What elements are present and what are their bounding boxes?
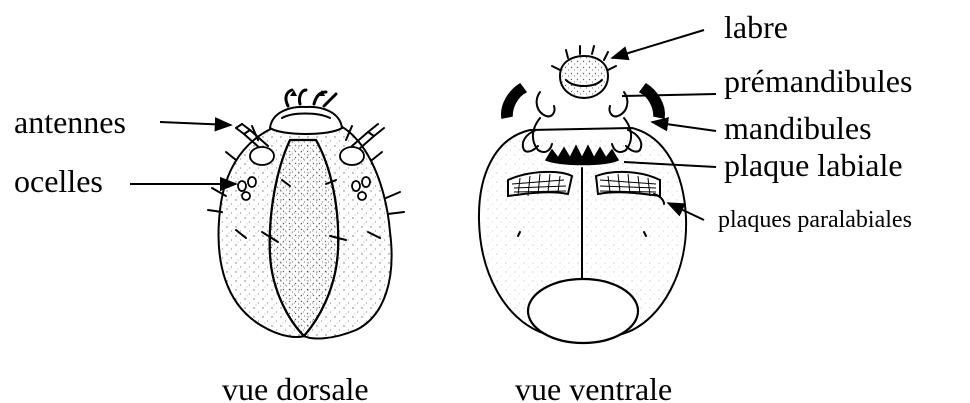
ventral-foramen xyxy=(528,279,638,343)
dorsal-clypeus xyxy=(270,107,342,134)
caption-vue-ventrale: vue ventrale xyxy=(515,371,672,403)
mandible-right xyxy=(640,84,664,118)
leader-premandibules xyxy=(622,94,716,96)
mandible-left xyxy=(502,84,526,118)
leader-antennes xyxy=(160,122,231,125)
label-plaque-labiale: plaque labiale xyxy=(724,147,903,183)
ventral-head-drawing xyxy=(479,46,686,343)
label-labre: labre xyxy=(724,9,788,45)
label-ocelles: ocelles xyxy=(14,163,103,199)
label-antennes: antennes xyxy=(14,104,126,140)
label-plaques-paralabiales: plaques paralabiales xyxy=(718,207,912,233)
caption-vue-dorsale: vue dorsale xyxy=(222,371,369,403)
labrum xyxy=(560,56,608,98)
leader-mandibules xyxy=(652,122,716,131)
dorsal-head-drawing xyxy=(208,90,404,338)
label-premandibules: prémandibules xyxy=(724,63,912,99)
label-mandibules: mandibules xyxy=(724,110,872,146)
leader-labre xyxy=(612,30,704,58)
